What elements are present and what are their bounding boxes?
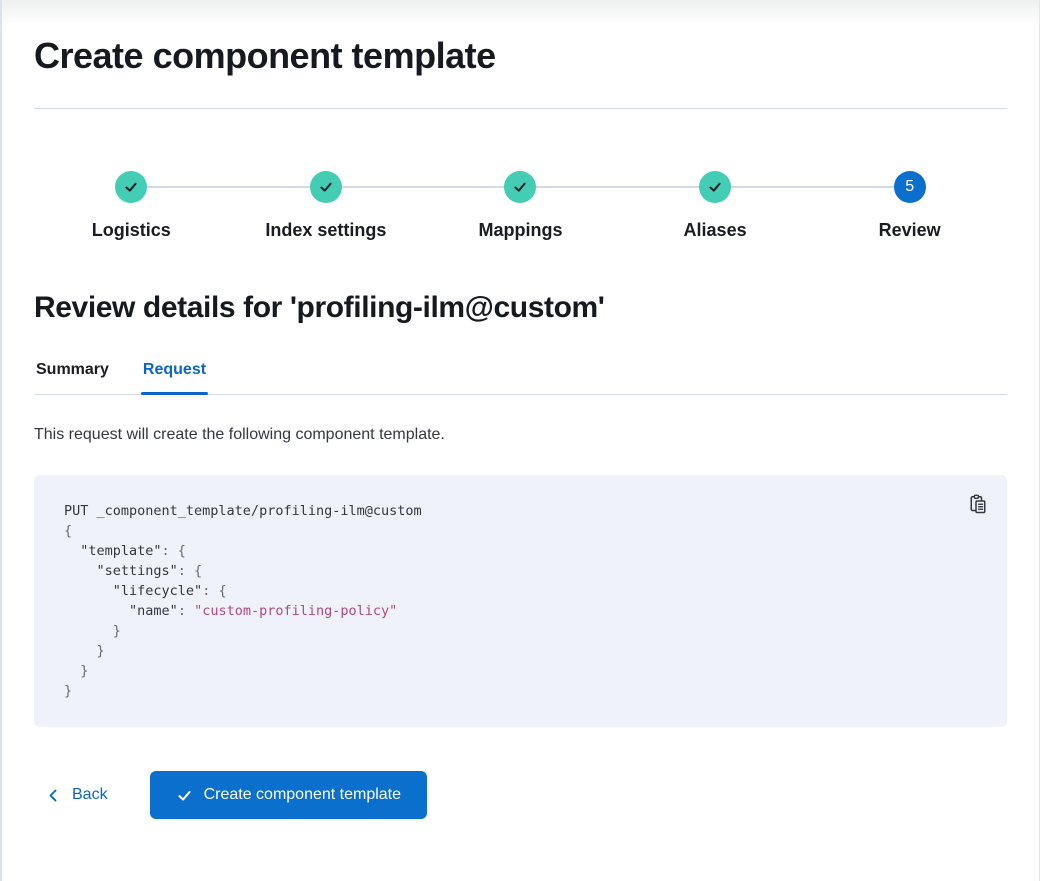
step-item-logistics[interactable]: Logistics [34, 171, 229, 242]
step-item-index-settings[interactable]: Index settings [229, 171, 424, 242]
chevron-left-icon [46, 788, 61, 803]
tab-summary[interactable]: Summary [34, 352, 111, 394]
step-label: Logistics [91, 220, 171, 240]
step-label: Aliases [683, 220, 747, 240]
request-description: This request will create the following c… [34, 426, 445, 443]
review-heading: Review details for 'profiling-ilm@custom… [34, 291, 605, 324]
top-fade-decoration [2, 0, 1039, 26]
check-icon [176, 787, 193, 804]
header-divider [34, 108, 1007, 109]
step-item-aliases[interactable]: Aliases [618, 171, 813, 242]
step-number-badge: 5 [893, 171, 926, 203]
check-icon [504, 171, 537, 203]
check-icon [699, 171, 732, 203]
create-component-template-button[interactable]: Create component template [149, 771, 428, 819]
page-title: Create component template [34, 35, 496, 76]
step-label: Index settings [265, 220, 387, 240]
request-code: PUT _component_template/profiling-ilm@cu… [64, 503, 422, 699]
tab-request[interactable]: Request [140, 352, 209, 395]
back-button[interactable]: Back [34, 778, 116, 812]
wizard-footer: Back Create component template [34, 771, 1007, 819]
create-button-label: Create component template [203, 786, 402, 803]
step-item-mappings[interactable]: Mappings [423, 171, 618, 242]
tab-bar: Summary Request [34, 352, 1007, 395]
step-label: Review [878, 220, 941, 240]
request-code-block: PUT _component_template/profiling-ilm@cu… [34, 475, 1007, 727]
copy-clipboard-icon [968, 494, 988, 517]
back-button-label: Back [72, 786, 108, 803]
check-icon [309, 171, 342, 203]
check-icon [115, 171, 148, 203]
step-label: Mappings [478, 220, 563, 240]
copy-button[interactable] [963, 489, 993, 522]
